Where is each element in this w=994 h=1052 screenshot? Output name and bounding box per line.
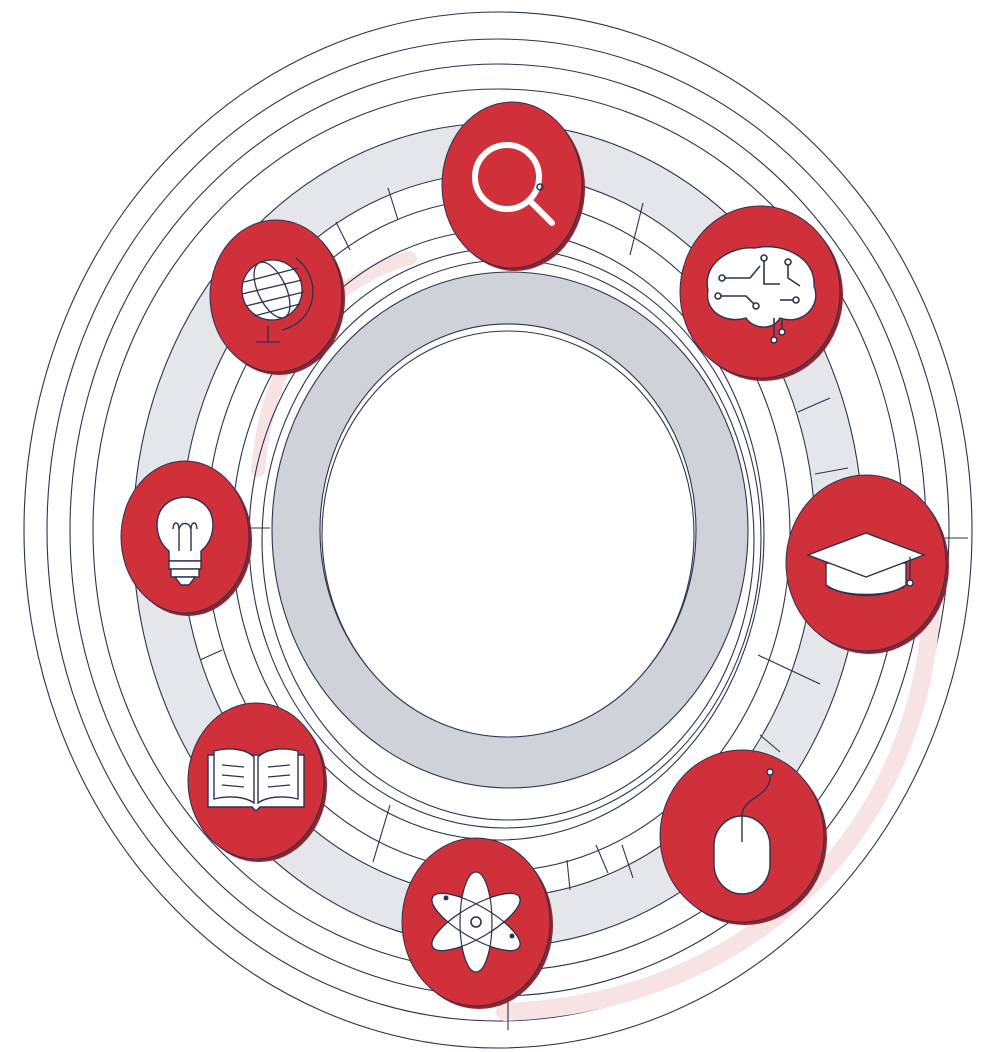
- tick-3: [629, 202, 644, 256]
- open-book-icon-badge[interactable]: [187, 702, 327, 862]
- circuit-brain-icon-badge[interactable]: [679, 205, 843, 381]
- tick-8: [759, 734, 781, 753]
- outer-ring-1: [23, 11, 973, 1049]
- atom-icon: [431, 871, 521, 973]
- tick-2: [335, 221, 351, 251]
- magnifier-dot: [536, 183, 544, 191]
- tick-4: [797, 397, 831, 413]
- inner-white-center: [321, 330, 695, 738]
- globe-icon: [241, 257, 314, 343]
- tick-marks: [199, 187, 968, 1030]
- graduation-cap-icon: [806, 532, 926, 597]
- tick-9: [595, 844, 609, 874]
- computer-mouse-icon-badge[interactable]: [659, 749, 827, 925]
- circuit-brain-icon: [706, 246, 817, 344]
- atom-icon-badge[interactable]: [401, 837, 553, 1009]
- tick-13: [199, 649, 223, 661]
- tick-12: [372, 804, 391, 863]
- graduation-cap-icon-badge[interactable]: [785, 474, 949, 654]
- tick-10: [621, 844, 634, 879]
- magnifier-icon-badge[interactable]: [441, 101, 585, 271]
- badge-circle: [441, 101, 583, 269]
- tick-11: [566, 859, 571, 891]
- globe-icon-badge[interactable]: [209, 219, 345, 375]
- tick-1: [387, 187, 399, 221]
- tick-5: [814, 467, 849, 475]
- magnifier-icon: [472, 142, 555, 226]
- open-book-icon: [207, 748, 305, 812]
- outer-ring-2: [46, 38, 950, 1022]
- computer-mouse-icon: [713, 768, 774, 895]
- lightbulb-icon-badge[interactable]: [120, 460, 252, 616]
- tick-7: [757, 654, 821, 685]
- lightbulb-icon: [156, 496, 214, 586]
